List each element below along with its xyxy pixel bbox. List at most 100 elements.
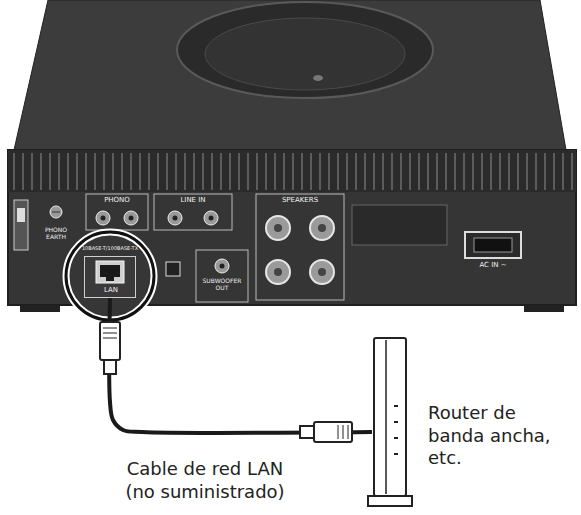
- fin: [229, 153, 231, 190]
- rj45-plug: [314, 422, 352, 442]
- subwoofer-panel: [196, 250, 248, 302]
- rca-pin: [220, 264, 225, 269]
- fin: [409, 153, 411, 190]
- fin: [517, 153, 519, 190]
- rca-jack: [204, 211, 218, 225]
- fin: [418, 153, 420, 190]
- fin: [481, 153, 483, 190]
- fin: [544, 153, 546, 190]
- rca-jack: [124, 211, 138, 225]
- fin: [139, 153, 141, 190]
- fin: [256, 153, 258, 190]
- fin: [22, 153, 24, 190]
- fin: [166, 153, 168, 190]
- port-label: LAN: [85, 286, 137, 295]
- phono-panel: [86, 194, 148, 230]
- fin: [121, 153, 123, 190]
- fin: [310, 153, 312, 190]
- fin: [94, 153, 96, 190]
- fin: [454, 153, 456, 190]
- heatsink: [8, 150, 576, 192]
- fin: [283, 153, 285, 190]
- fin: [436, 153, 438, 190]
- fin: [364, 153, 366, 190]
- fin: [499, 153, 501, 190]
- fin: [202, 153, 204, 190]
- earth-screw-slot: [52, 212, 60, 213]
- rating-plate: [352, 205, 447, 245]
- fin: [391, 153, 393, 190]
- rca-jack: [168, 211, 182, 225]
- router-led: [394, 437, 398, 439]
- ac-inlet: [465, 232, 521, 258]
- panel-label: SUBWOOFER OUT: [197, 278, 247, 291]
- fin: [112, 153, 114, 190]
- switch-lever: [17, 208, 25, 222]
- fin: [463, 153, 465, 190]
- fin: [247, 153, 249, 190]
- line-in-panel: [154, 194, 232, 230]
- speaker-panel: [256, 194, 344, 300]
- cable-group: [100, 298, 372, 442]
- fin: [445, 153, 447, 190]
- fin: [130, 153, 132, 190]
- rca-pin: [173, 216, 178, 221]
- fin: [292, 153, 294, 190]
- port-frame: [96, 261, 124, 283]
- binding-post-centers: [274, 224, 326, 276]
- router-led: [394, 453, 398, 455]
- fin: [490, 153, 492, 190]
- rca-pin: [129, 216, 134, 221]
- platter-inner: [205, 18, 405, 90]
- fin: [355, 153, 357, 190]
- fin: [301, 153, 303, 190]
- fin: [49, 153, 51, 190]
- panel-label: LINE IN: [180, 197, 205, 205]
- cable-label: Cable de red LAN (no suministrado): [112, 458, 298, 503]
- device-label: Router de banda ancha, etc.: [428, 402, 563, 470]
- fin: [193, 153, 195, 190]
- fin: [175, 153, 177, 190]
- rear-face: [8, 150, 576, 305]
- fin: [400, 153, 402, 190]
- fin: [346, 153, 348, 190]
- panel-label: PHONO EARTH: [39, 227, 73, 240]
- foot: [20, 305, 60, 312]
- router: Router de banda ancha, etc.: [372, 336, 567, 508]
- plug-contact: [103, 328, 117, 329]
- fin: [535, 153, 537, 190]
- strain-relief: [300, 426, 314, 438]
- plug-contact: [348, 425, 349, 439]
- fin: [562, 153, 564, 190]
- fin: [238, 153, 240, 190]
- fin: [13, 153, 15, 190]
- port-opening: [100, 265, 120, 281]
- rca-pin: [209, 216, 214, 221]
- fin: [31, 153, 33, 190]
- rca-jack: [96, 211, 110, 225]
- foot: [524, 305, 564, 312]
- router-body: [374, 338, 406, 496]
- fin: [265, 153, 267, 190]
- plug-contact: [103, 333, 117, 334]
- rj45-plug: [100, 322, 120, 360]
- ac-inlet-socket: [474, 238, 512, 252]
- spindle: [313, 75, 323, 81]
- plug-contact: [338, 425, 339, 439]
- fin: [373, 153, 375, 190]
- fin: [76, 153, 78, 190]
- fin: [427, 153, 429, 190]
- rca-jack: [215, 259, 229, 273]
- top-face: [14, 0, 566, 150]
- fin: [274, 153, 276, 190]
- earth-screw: [50, 206, 62, 218]
- fin: [328, 153, 330, 190]
- fin: [184, 153, 186, 190]
- fin: [103, 153, 105, 190]
- lan-port: LAN: [84, 256, 136, 298]
- fin: [571, 153, 573, 190]
- plug-contact: [103, 338, 117, 339]
- heatsink-fins: [14, 153, 572, 190]
- panel-label: 10BASE-T/100BASE-TX: [82, 246, 138, 252]
